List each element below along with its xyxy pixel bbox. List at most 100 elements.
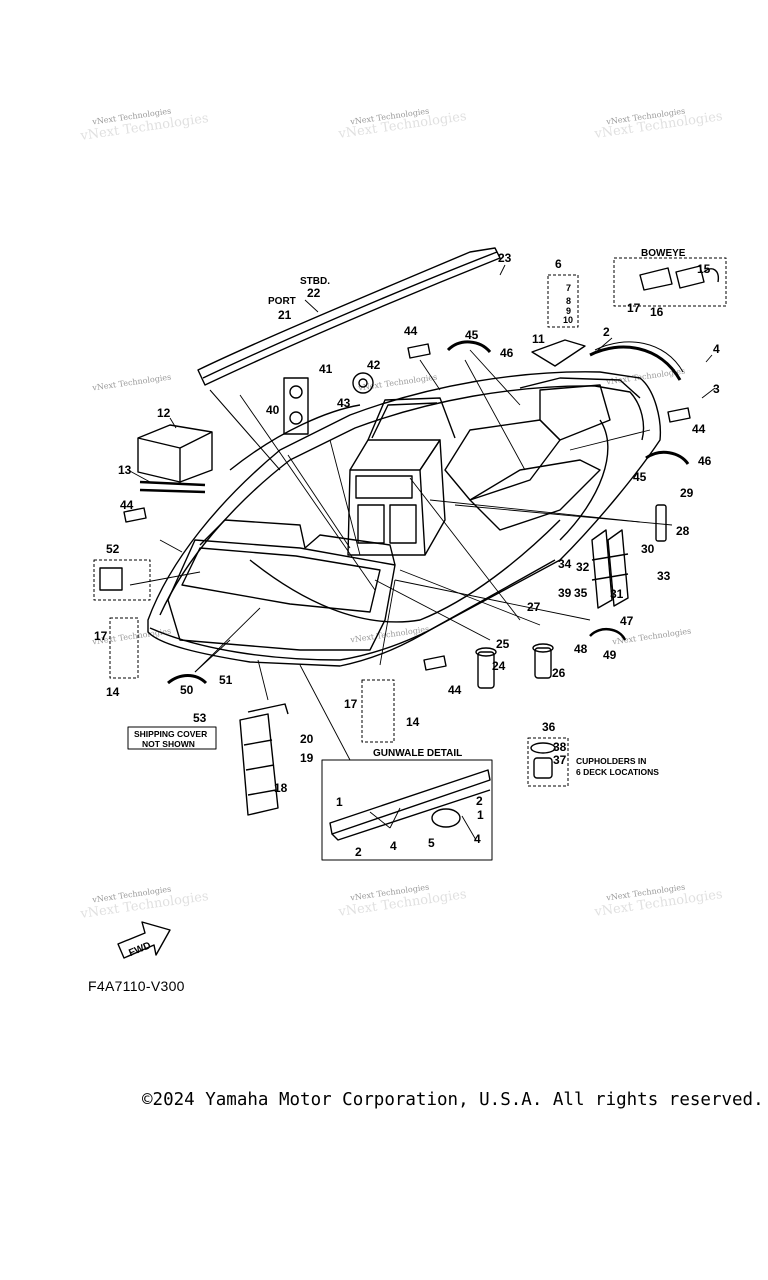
callout: 46 — [698, 454, 712, 468]
callout: 11 — [532, 332, 545, 346]
callout: 15 — [697, 262, 711, 276]
callout: 2 — [476, 794, 483, 808]
callout: 35 — [574, 586, 588, 600]
callout: 17 — [627, 301, 641, 315]
callout: 33 — [657, 569, 671, 583]
stern-rail — [589, 345, 682, 381]
callout: 38 — [553, 740, 567, 754]
callout: 44 — [404, 324, 418, 338]
cleat — [407, 343, 431, 359]
top-rail — [197, 247, 501, 386]
callout: 32 — [576, 560, 590, 574]
lifting-handle — [589, 628, 627, 641]
callout: 4 — [390, 839, 397, 853]
label-shipping-cover-1: SHIPPING COVER — [134, 729, 207, 739]
callout: 17 — [344, 697, 358, 711]
callout: 9 — [566, 306, 571, 316]
bow-windshield — [181, 547, 381, 613]
callout: 13 — [118, 463, 132, 477]
fwd-arrow-icon — [117, 921, 171, 959]
callout: 42 — [367, 358, 381, 372]
callout: 1 — [336, 795, 343, 809]
callout: 52 — [106, 542, 120, 556]
bow-seat-left — [199, 519, 306, 549]
callout: 37 — [553, 753, 567, 767]
console-door — [357, 504, 385, 544]
steering-wheel — [352, 372, 374, 394]
callout: 24 — [492, 659, 506, 673]
callout: 1 — [477, 808, 484, 822]
grab-handle — [446, 340, 492, 354]
console-windscreen-frame — [371, 402, 438, 439]
gunwale-detail-box — [321, 759, 493, 861]
top-rail-inner — [202, 251, 498, 379]
bow-deck — [167, 539, 396, 651]
hull-lower-rim — [149, 559, 556, 661]
bow-seat-right — [304, 534, 396, 566]
callout: 2 — [355, 845, 362, 859]
callout: 20 — [300, 732, 314, 746]
label-port: PORT — [268, 296, 296, 307]
callout: 41 — [319, 362, 333, 376]
callout: 45 — [465, 328, 479, 342]
callout: 53 — [193, 711, 207, 725]
hull-outline — [147, 371, 662, 667]
cupholder-sleeve — [477, 651, 495, 689]
console-windscreen — [367, 397, 456, 441]
gunwale-rail-left — [229, 404, 361, 471]
callout: 12 — [157, 406, 171, 420]
side-seat — [469, 459, 601, 531]
label-fwd: FWD — [127, 940, 152, 959]
callout: 27 — [527, 600, 541, 614]
label-stbd: STBD. — [300, 276, 330, 287]
hull-inner-rim — [159, 385, 645, 616]
rod-holder — [655, 504, 667, 542]
callout: 48 — [574, 642, 588, 656]
callout: 19 — [300, 751, 314, 765]
callout: 21 — [278, 308, 292, 322]
callout: 44 — [448, 683, 462, 697]
callout: 4 — [474, 832, 481, 846]
callout: 28 — [676, 524, 690, 538]
console-side — [419, 439, 446, 556]
callout: 3 — [713, 382, 720, 396]
callout: 31 — [610, 587, 624, 601]
callout: 36 — [542, 720, 556, 734]
callout: 22 — [307, 286, 321, 300]
callout: 43 — [337, 396, 351, 410]
callout: 25 — [496, 637, 510, 651]
gunwale-rail-right — [559, 419, 609, 541]
callout: 40 — [266, 403, 280, 417]
callout: 17 — [94, 629, 108, 643]
callout: 44 — [692, 422, 706, 436]
callout: 14 — [406, 715, 420, 729]
callout: 10 — [563, 315, 573, 325]
callout: 29 — [680, 486, 694, 500]
label-cupholders-1: CUPHOLDERS IN — [576, 756, 646, 766]
copyright-notice: ©2024 Yamaha Motor Corporation, U.S.A. A… — [142, 1090, 764, 1110]
label-cupholders-2: 6 DECK LOCATIONS — [576, 767, 659, 777]
callout: 30 — [641, 542, 655, 556]
trim-plate — [283, 377, 309, 435]
console-panel — [355, 475, 413, 499]
callout: 26 — [552, 666, 566, 680]
callout: 34 — [558, 557, 572, 571]
bracket — [531, 339, 586, 367]
callout: 39 — [558, 586, 572, 600]
callout: 8 — [566, 296, 571, 306]
shipping-cover-box — [127, 726, 217, 750]
callout: 5 — [428, 836, 435, 850]
rear-seat — [444, 419, 561, 501]
part-code: F4A7110-V300 — [88, 978, 185, 994]
console-top — [349, 439, 441, 471]
callout: 47 — [620, 614, 634, 628]
callout: 45 — [633, 470, 647, 484]
rear-backrest — [539, 384, 611, 441]
cooler-box — [137, 424, 213, 483]
callout: 23 — [498, 251, 512, 265]
callout: 50 — [180, 683, 194, 697]
callout: 18 — [274, 781, 288, 795]
label-shipping-cover-2: NOT SHOWN — [142, 739, 195, 749]
